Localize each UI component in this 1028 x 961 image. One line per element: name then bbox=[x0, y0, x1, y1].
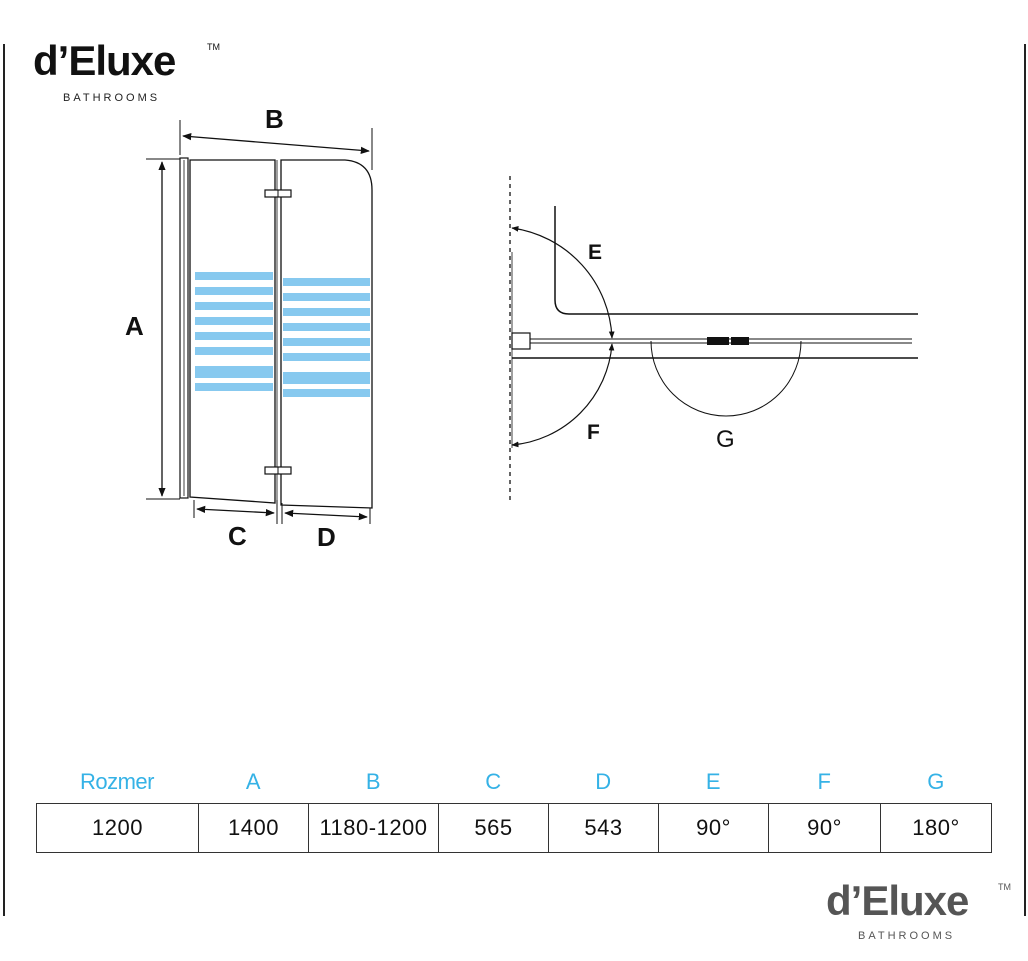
header-f: F bbox=[817, 769, 831, 794]
fixed-glass-panel bbox=[189, 159, 276, 504]
brand-wordmark: d’Eluxe bbox=[33, 37, 176, 84]
label-f: F bbox=[587, 421, 600, 444]
spec-table: 1200 1400 1180-1200 565 543 90° 90° 180° bbox=[36, 803, 992, 853]
brand-tagline: BATHROOMS bbox=[858, 930, 956, 942]
cell-e: 90° bbox=[658, 803, 769, 853]
cell-c: 565 bbox=[438, 803, 549, 853]
header-rozmer: Rozmer bbox=[79, 769, 155, 794]
swing-arc-g bbox=[650, 340, 802, 417]
label-a: A bbox=[125, 311, 144, 341]
folding-glass-panel bbox=[280, 159, 373, 509]
label-b: B bbox=[265, 104, 284, 134]
brand-wordmark: d’Eluxe bbox=[826, 877, 969, 924]
wall-profile bbox=[179, 157, 189, 499]
bath-outline bbox=[554, 206, 918, 315]
brand-tagline: BATHROOMS bbox=[63, 92, 161, 104]
cell-g: 180° bbox=[880, 803, 992, 853]
header-a: A bbox=[245, 769, 261, 794]
dimension-a: A bbox=[125, 158, 180, 500]
hinge-bottom bbox=[264, 466, 292, 475]
label-g: G bbox=[716, 426, 735, 453]
glass-stripes bbox=[195, 272, 370, 397]
wall-bracket bbox=[511, 332, 531, 350]
dimension-d: D bbox=[281, 503, 371, 552]
hinge-plan bbox=[707, 337, 729, 345]
label-c: C bbox=[228, 521, 247, 551]
page-border-left bbox=[3, 44, 5, 916]
cell-a: 1400 bbox=[198, 803, 309, 853]
brand-logo-top: d’Eluxe TM BATHROOMS bbox=[33, 37, 220, 105]
label-e: E bbox=[588, 241, 602, 264]
dimension-c: C bbox=[193, 500, 278, 551]
table-row: 1200 1400 1180-1200 565 543 90° 90° 180° bbox=[36, 803, 992, 853]
cell-f: 90° bbox=[768, 803, 881, 853]
page-border-right bbox=[1024, 44, 1026, 916]
hinge-top bbox=[264, 189, 292, 198]
cell-rozmer: 1200 bbox=[36, 803, 199, 853]
front-elevation: A B C D bbox=[125, 104, 373, 552]
cell-d: 543 bbox=[548, 803, 659, 853]
header-d: D bbox=[595, 769, 611, 794]
cell-b: 1180-1200 bbox=[308, 803, 439, 853]
header-c: C bbox=[485, 769, 501, 794]
brand-trademark: TM bbox=[207, 42, 220, 52]
label-d: D bbox=[317, 522, 336, 552]
spec-table-headers: Rozmer A B C D E F G bbox=[36, 766, 991, 798]
swing-arc-e bbox=[511, 226, 615, 339]
swing-arc-f bbox=[511, 343, 615, 448]
header-g: G bbox=[927, 769, 944, 794]
header-b: B bbox=[365, 769, 381, 794]
brand-logo-bottom: d’Eluxe TM BATHROOMS bbox=[826, 877, 1011, 943]
plan-view: E F G bbox=[509, 176, 918, 500]
header-e: E bbox=[705, 769, 721, 794]
dimension-b: B bbox=[179, 104, 373, 170]
brand-trademark: TM bbox=[998, 882, 1011, 892]
